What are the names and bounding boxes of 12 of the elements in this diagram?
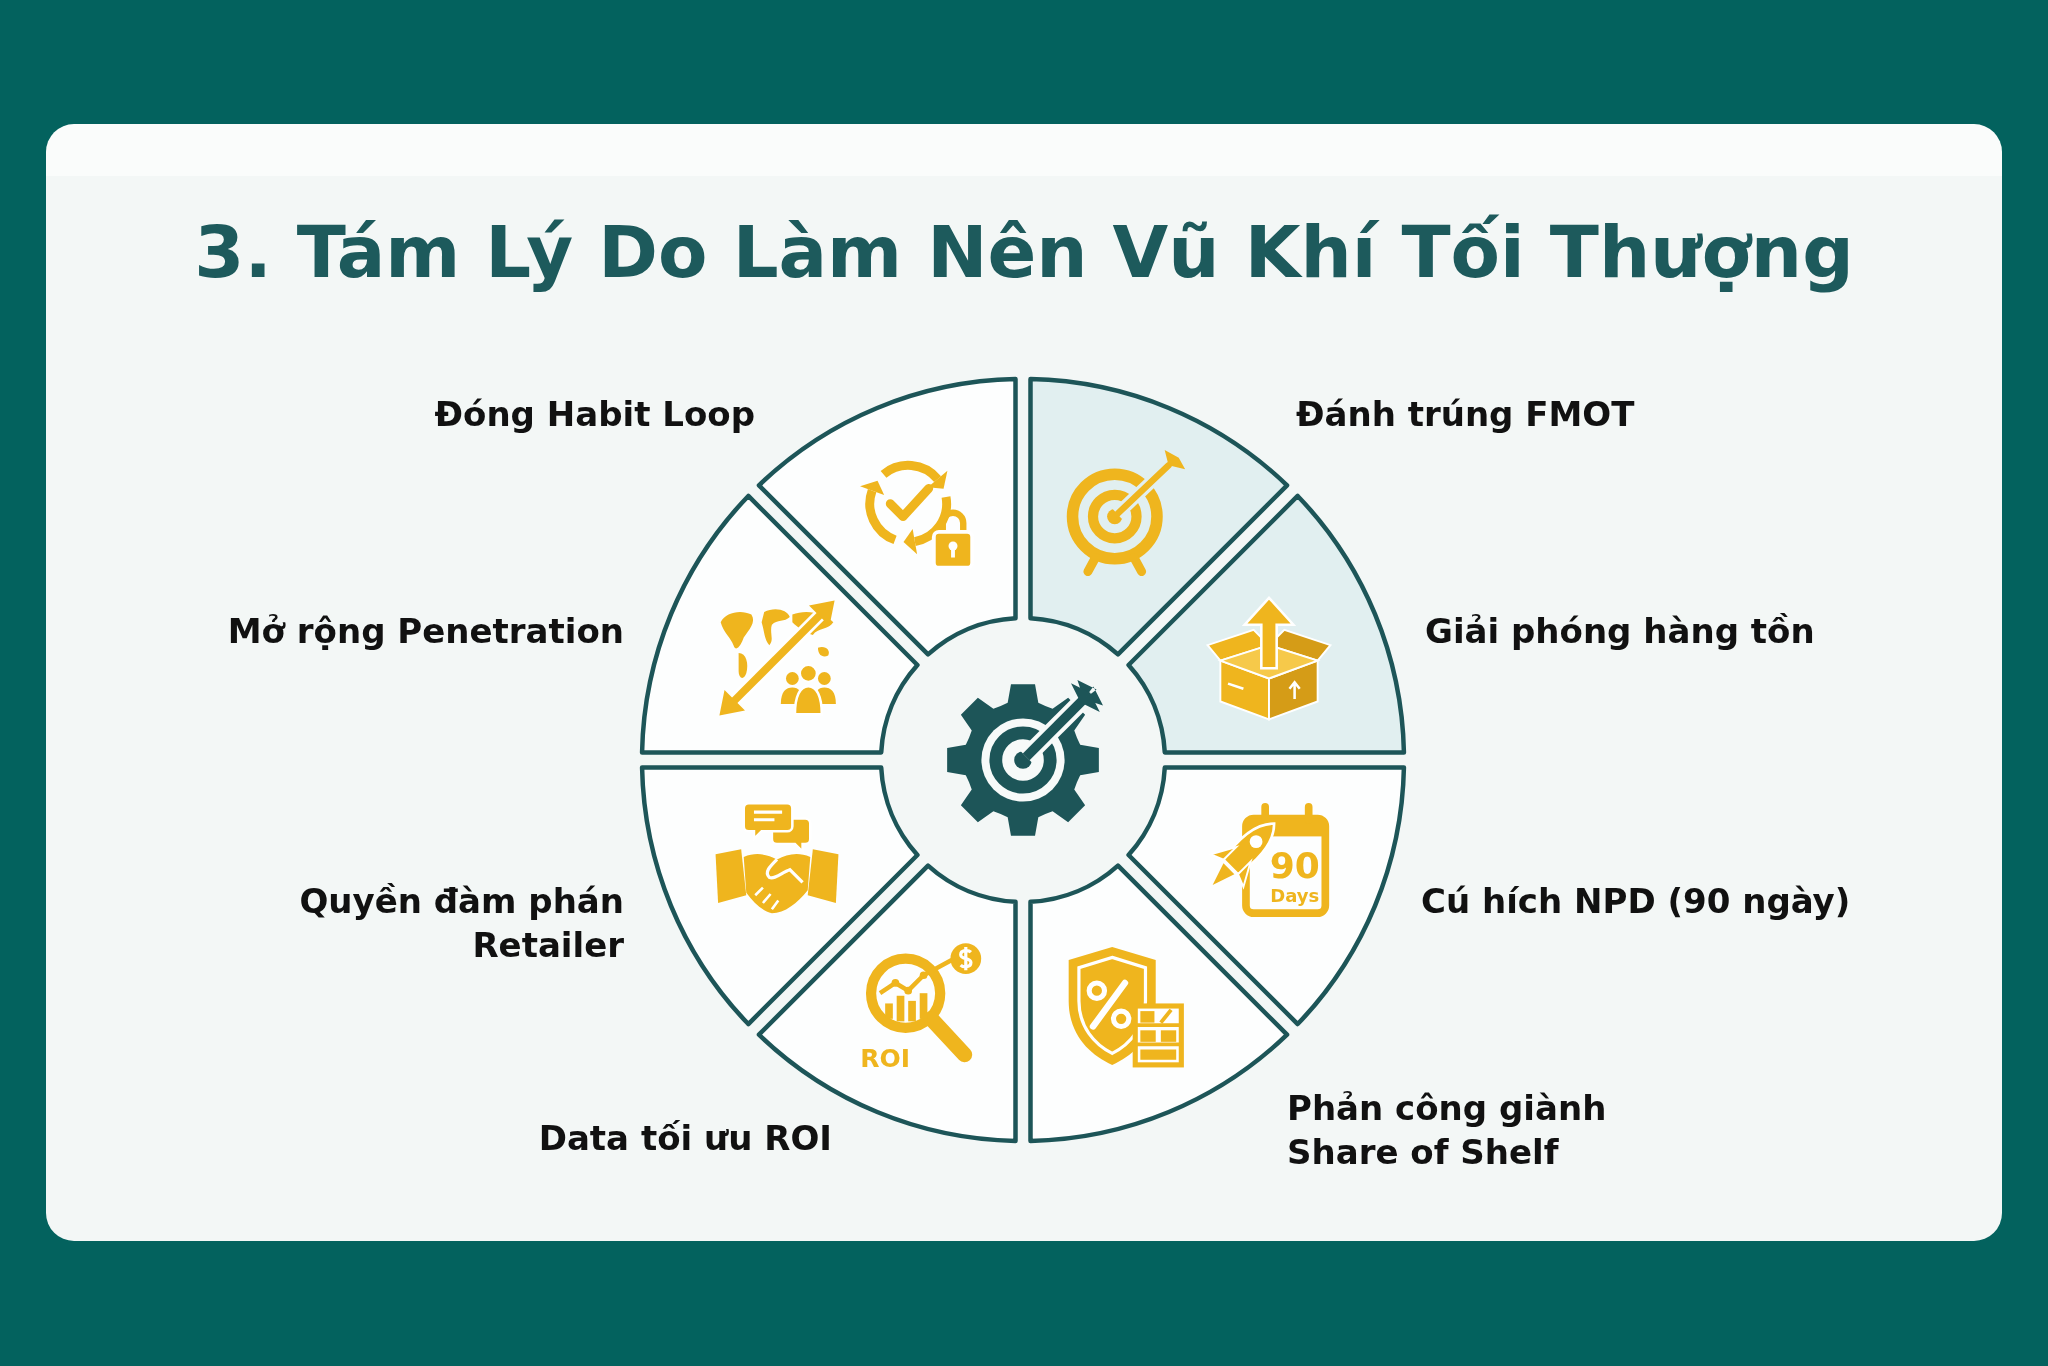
segment-label: Phản công giành Share of Shelf — [1287, 1087, 1608, 1174]
icon-text: 90 — [1269, 847, 1320, 884]
icon-text: ROI — [860, 1046, 911, 1072]
segment-label: Data tối ưu ROI — [537, 1117, 832, 1160]
segment-label: Quyền đàm phán Retailer — [298, 880, 624, 967]
segment-label: Đóng Habit Loop — [433, 393, 755, 436]
title: 3. Tám Lý Do Làm Nên Vũ Khí Tối Thượng — [194, 209, 1854, 296]
segment-label: Giải phóng hàng tồn — [1425, 610, 1816, 653]
icon-text: Days — [1270, 886, 1320, 905]
segment-label: Cú hích NPD (90 ngày) — [1421, 880, 1852, 923]
segment-label: Mở rộng Penetration — [226, 610, 624, 653]
segment-label: Đánh trúng FMOT — [1296, 393, 1636, 436]
